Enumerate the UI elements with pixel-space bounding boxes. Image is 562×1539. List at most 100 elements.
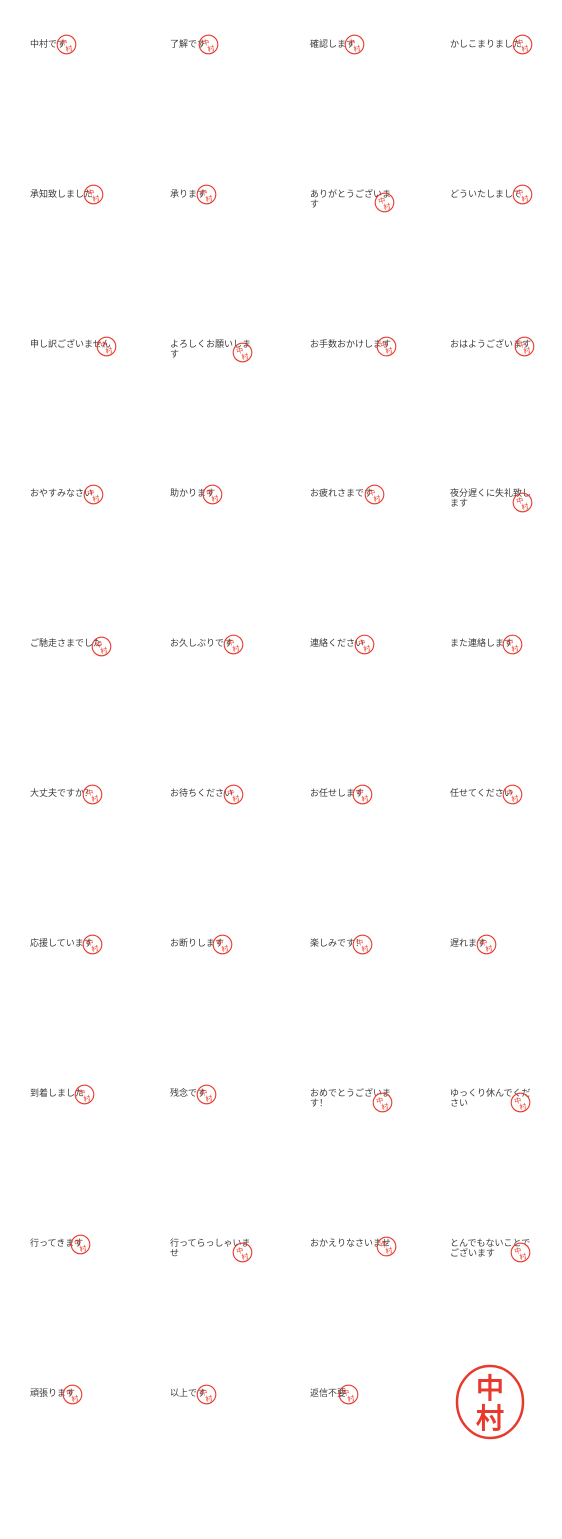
- small-seal-icon: 中村: [56, 34, 77, 55]
- sticker-item[interactable]: ゆっくり休んでください: [450, 1089, 562, 1239]
- svg-text:中: 中: [235, 345, 244, 355]
- small-seal-icon: 中村: [354, 634, 375, 655]
- svg-text:村: 村: [79, 1243, 88, 1253]
- sticker-item[interactable]: 残念です: [170, 1089, 310, 1239]
- small-seal-icon: 中村: [91, 636, 112, 657]
- svg-text:村: 村: [383, 201, 392, 211]
- sticker-item[interactable]: お手数おかけします: [310, 340, 450, 490]
- sticker-item[interactable]: 大丈夫ですか？: [30, 789, 170, 939]
- small-seal-icon: 中村: [202, 484, 223, 505]
- sticker-item[interactable]: 申し訳ございません: [30, 340, 170, 490]
- svg-text:中: 中: [199, 187, 208, 197]
- sticker-phrase: 任せてください: [450, 789, 513, 799]
- svg-text:中: 中: [513, 1245, 522, 1255]
- small-seal-icon: 中村: [338, 1384, 359, 1405]
- sticker-item[interactable]: よろしくお願いします: [170, 340, 310, 490]
- svg-text:村: 村: [100, 645, 109, 655]
- svg-text:村: 村: [221, 943, 230, 953]
- sticker-item[interactable]: かしこまりました: [450, 40, 562, 190]
- small-seal-icon: 中村: [62, 1384, 83, 1405]
- svg-text:中: 中: [85, 937, 94, 947]
- sticker-item[interactable]: 以上です: [170, 1389, 310, 1539]
- svg-text:村: 村: [91, 943, 100, 953]
- small-seal-icon: 中村: [352, 934, 373, 955]
- sticker-item[interactable]: お断りします: [170, 939, 310, 1089]
- sticker-grid: 中村です中村了解です中村確認します中村かしこまりました中村承知致しました中村承り…: [30, 34, 562, 1405]
- svg-text:中: 中: [226, 787, 235, 797]
- svg-text:村: 村: [65, 43, 74, 53]
- svg-text:村: 村: [92, 493, 101, 503]
- sticker-phrase: おかえりなさいませ: [310, 1239, 391, 1249]
- sticker-item[interactable]: とんでもないことでございます: [450, 1239, 562, 1389]
- svg-text:中: 中: [99, 339, 108, 349]
- sticker-phrase: 連絡ください: [310, 639, 365, 649]
- small-seal-icon: 中村: [344, 34, 365, 55]
- sticker-phrase: おはようございます: [450, 340, 532, 350]
- small-seal-icon: 中村: [223, 784, 244, 805]
- sticker-item[interactable]: 連絡ください: [310, 639, 450, 789]
- sticker-item[interactable]: おはようございます: [450, 340, 562, 490]
- svg-text:中: 中: [86, 487, 95, 497]
- svg-text:中: 中: [347, 37, 356, 47]
- small-seal-icon: 中村: [364, 484, 385, 505]
- sticker-item[interactable]: おめでとうございます！: [310, 1089, 450, 1239]
- sticker-phrase: 遅れます: [450, 939, 487, 949]
- sticker-item[interactable]: 任せてください: [450, 789, 562, 939]
- small-seal-icon: 中村: [82, 784, 103, 805]
- sticker-item[interactable]: 頑張ります: [30, 1389, 170, 1539]
- small-seal-icon: 中村: [510, 1242, 531, 1263]
- sticker-item[interactable]: 行ってきます: [30, 1239, 170, 1389]
- sticker-phrase: 承知致しました: [30, 190, 94, 200]
- sticker-item[interactable]: お待ちください: [170, 789, 310, 939]
- sticker-item[interactable]: 確認します: [310, 40, 450, 190]
- svg-text:村: 村: [91, 793, 100, 803]
- sticker-phrase: 応援しています: [30, 939, 93, 949]
- sticker-item[interactable]: お任せします: [310, 789, 450, 939]
- small-seal-icon: 中村: [196, 1084, 217, 1105]
- sticker-item[interactable]: 夜分遅くに失礼致します: [450, 489, 562, 639]
- sticker-item[interactable]: 応援しています: [30, 939, 170, 1089]
- svg-text:中: 中: [201, 37, 210, 47]
- small-seal-icon: 中村: [223, 634, 244, 655]
- svg-text:中: 中: [205, 487, 214, 497]
- svg-text:村: 村: [241, 351, 250, 361]
- svg-text:中: 中: [379, 339, 388, 349]
- small-seal-icon: 中村: [96, 336, 117, 357]
- sticker-item[interactable]: おやすみなさい: [30, 489, 170, 639]
- sticker-item[interactable]: お疲れさまです: [310, 489, 450, 639]
- svg-text:村: 村: [363, 643, 372, 653]
- sticker-item[interactable]: 了解です: [170, 40, 310, 190]
- sticker-phrase: ゆっくり休んでください: [450, 1089, 531, 1109]
- sticker-item[interactable]: 行ってらっしゃいませ: [170, 1239, 310, 1389]
- sticker-item[interactable]: 助かります: [170, 489, 310, 639]
- sticker-item[interactable]: お久しぶりです: [170, 639, 310, 789]
- sticker-phrase: 大丈夫ですか？: [30, 789, 94, 799]
- sticker-item[interactable]: 遅れます: [450, 939, 562, 1089]
- sticker-item[interactable]: 承ります: [170, 190, 310, 340]
- sticker-item[interactable]: ご馳走さまでした: [30, 639, 170, 789]
- sticker-item[interactable]: ありがとうございます: [310, 190, 450, 340]
- sticker-item[interactable]: どういたしまして: [450, 190, 562, 340]
- svg-text:中: 中: [77, 1087, 86, 1097]
- sticker-phrase: 助かります: [170, 489, 216, 499]
- small-seal-icon: 中村: [198, 34, 219, 55]
- svg-text:中: 中: [515, 187, 524, 197]
- main-name-seal[interactable]: 中 村: [455, 1364, 525, 1440]
- small-seal-icon: 中村: [374, 192, 395, 213]
- sticker-item[interactable]: 到着しました: [30, 1089, 170, 1239]
- sticker-phrase: とんでもないことでございます: [450, 1239, 531, 1259]
- small-seal-icon: 中村: [352, 784, 373, 805]
- small-seal-icon: 中村: [502, 784, 523, 805]
- svg-text:中: 中: [235, 1245, 244, 1255]
- sticker-item[interactable]: 返信不要: [310, 1389, 450, 1539]
- sticker-item[interactable]: 承知致しました: [30, 190, 170, 340]
- sticker-phrase: 了解です: [170, 40, 207, 50]
- sticker-item[interactable]: おかえりなさいませ: [310, 1239, 450, 1389]
- svg-text:村: 村: [523, 345, 532, 355]
- sticker-item[interactable]: また連絡します: [450, 639, 562, 789]
- svg-text:村: 村: [485, 943, 494, 953]
- sticker-item[interactable]: 楽しみです！: [310, 939, 450, 1089]
- svg-text:村: 村: [205, 1393, 214, 1403]
- small-seal-icon: 中村: [372, 1092, 393, 1113]
- sticker-item[interactable]: 中村です: [30, 40, 170, 190]
